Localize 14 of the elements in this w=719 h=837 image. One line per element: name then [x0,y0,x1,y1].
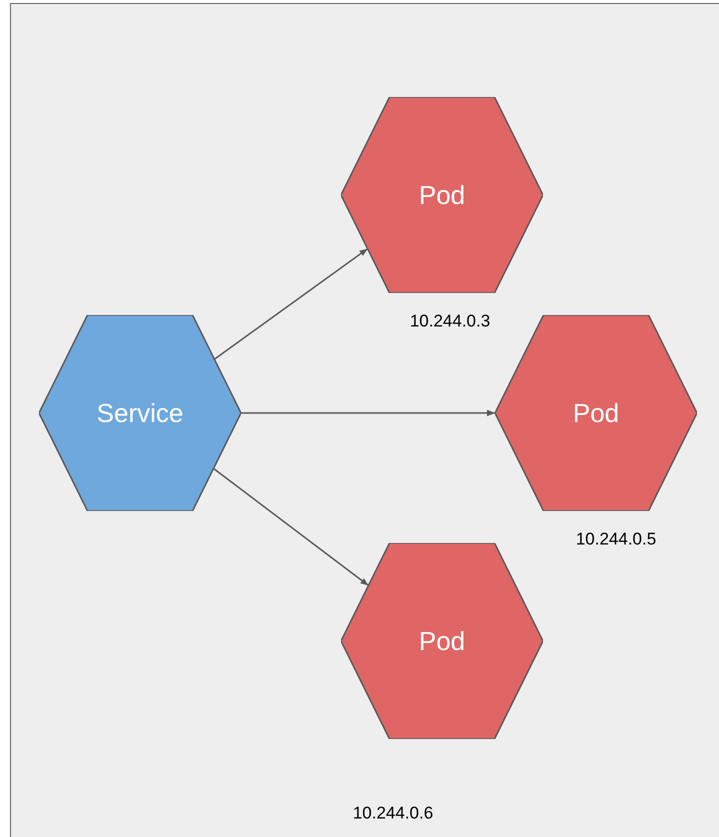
ip-address-label: 10.244.0.6 [352,802,434,824]
arrow [241,410,495,416]
hexagon-node [495,315,697,511]
node-label: Pod [418,624,466,658]
arrow [213,468,369,586]
hexagon-node [341,97,543,293]
arrow [214,248,368,360]
node-label: Service [96,396,184,430]
ip-address-label: 10.244.0.5 [576,528,656,550]
node-label: Pod [572,396,620,430]
node-label: Pod [418,178,466,212]
ip-address-label: 10.244.0.3 [410,310,490,332]
hexagon-node [341,543,543,739]
hexagon-node [39,315,241,511]
